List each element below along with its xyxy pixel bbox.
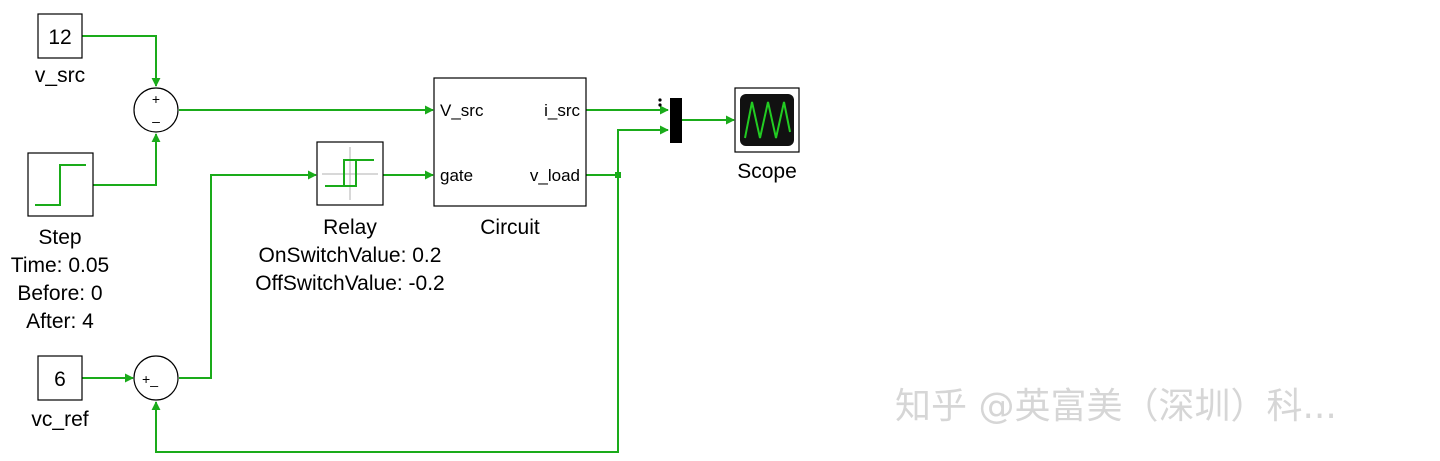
relay-name: Relay: [323, 216, 377, 239]
step-icon: [35, 164, 86, 206]
sum2-signs: +_: [142, 371, 158, 387]
wire-vload-to-mux[interactable]: [586, 125, 669, 176]
constant-vcref-label: vc_ref: [31, 408, 88, 431]
circuit-port-vload: v_load: [530, 166, 580, 185]
step-block[interactable]: Step Time: 0.05 Before: 0 After: 4: [11, 152, 109, 333]
circuit-port-gate: gate: [440, 166, 473, 185]
relay-hysteresis-icon: [322, 147, 378, 200]
sum-block-2[interactable]: +_: [133, 355, 179, 401]
mux-icon[interactable]: [658, 98, 682, 143]
scope-block[interactable]: Scope: [734, 87, 800, 183]
wire-vsrc-to-sum1[interactable]: [82, 35, 161, 87]
sum1-plus-sign: +: [152, 91, 160, 107]
relay-block[interactable]: Relay OnSwitchValue: 0.2 OffSwitchValue:…: [255, 141, 445, 295]
step-name: Step: [38, 226, 81, 249]
wire-vload-feedback[interactable]: [151, 175, 619, 453]
sum1-minus-sign: –: [152, 113, 160, 129]
circuit-name: Circuit: [480, 216, 540, 239]
watermark-text: 知乎 @英富美（深圳）科...: [895, 386, 1337, 427]
circuit-block[interactable]: V_src gate i_src v_load Circuit: [433, 77, 587, 239]
constant-vsrc-label: v_src: [35, 64, 85, 87]
constant-vsrc-value: 12: [48, 26, 71, 49]
step-param-before: Before: 0: [17, 282, 102, 305]
wire-sum2-to-relay[interactable]: [179, 170, 317, 379]
sum-block-1[interactable]: + –: [133, 87, 179, 133]
scope-name: Scope: [737, 160, 797, 183]
signal-wires: [82, 35, 735, 453]
constant-vcref-block[interactable]: 6 vc_ref: [31, 355, 89, 431]
branch-point: [615, 172, 621, 178]
relay-param-on: OnSwitchValue: 0.2: [259, 244, 442, 267]
wire-step-to-sum1[interactable]: [93, 133, 161, 186]
relay-param-off: OffSwitchValue: -0.2: [255, 272, 444, 295]
circuit-port-isrc: i_src: [544, 101, 580, 120]
oscilloscope-icon: [740, 94, 794, 146]
circuit-port-vsrc: V_src: [440, 101, 484, 120]
step-param-after: After: 4: [26, 310, 94, 333]
constant-vcref-value: 6: [54, 368, 66, 391]
constant-vsrc-block[interactable]: 12 v_src: [35, 13, 85, 87]
step-param-time: Time: 0.05: [11, 254, 109, 277]
